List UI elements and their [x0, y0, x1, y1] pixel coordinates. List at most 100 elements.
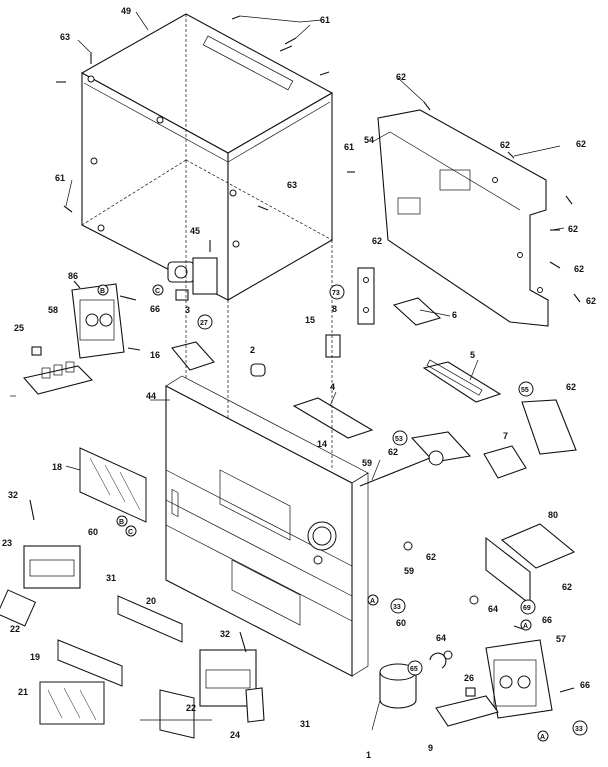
callout-45: 45 — [190, 226, 200, 236]
callout-14: 14 — [317, 439, 327, 449]
callout-62-right: 62 — [562, 582, 572, 592]
leader-lines — [10, 11, 565, 731]
top-cabinet-part — [80, 13, 334, 301]
callout-62-rear-c: 62 — [568, 224, 578, 234]
right-cassette-mechanism — [435, 625, 575, 727]
circled-reference-markers — [97, 284, 588, 742]
connector-ring-a3 — [537, 730, 549, 742]
left-cassette-mechanism — [22, 280, 141, 395]
callout-7: 7 — [503, 431, 508, 441]
callout-66-right-top: 66 — [542, 615, 552, 625]
callout-59-lower: 59 — [404, 566, 414, 576]
callout-66-right-bottom: 66 — [580, 680, 590, 690]
callout-60-left: 60 — [88, 527, 98, 537]
circled-ref-53 — [392, 430, 408, 446]
circled-reference-labels: 73 27 53 55 69 33 65 33 — [200, 290, 583, 733]
callout-19: 19 — [30, 652, 40, 662]
connector-letter-a2: A — [523, 623, 528, 630]
callout-64-upper: 64 — [488, 604, 498, 614]
callout-54: 54 — [364, 135, 374, 145]
circled-label-27: 27 — [200, 320, 208, 327]
pulley-link-part — [359, 431, 472, 487]
callout-62-bracket: 62 — [372, 236, 382, 246]
callout-86: 86 — [68, 271, 78, 281]
main-front-chassis — [165, 160, 369, 677]
callout-62-rear-a: 62 — [500, 140, 510, 150]
callout-62-rear-b: 62 — [576, 139, 586, 149]
connector-letter-a3: A — [540, 734, 545, 741]
circled-ref-55 — [518, 381, 534, 397]
callout-labels: 49 61 63 61 61 63 62 54 62 62 62 62 62 6… — [2, 6, 596, 760]
connector-ring-c2 — [125, 525, 137, 537]
connector-letter-c1: C — [155, 288, 160, 295]
callout-66-left: 66 — [150, 304, 160, 314]
circled-label-33b: 33 — [575, 726, 583, 733]
callout-60-lower: 60 — [396, 618, 406, 628]
callout-49: 49 — [121, 6, 131, 16]
callout-5: 5 — [470, 350, 475, 360]
callout-1: 1 — [366, 750, 371, 760]
callout-24: 24 — [230, 730, 240, 740]
callout-58: 58 — [48, 305, 58, 315]
callout-59-upper: 59 — [362, 458, 372, 468]
callout-62-front: 62 — [566, 382, 576, 392]
connector-letters: C B B C A A A — [100, 288, 545, 741]
button-assemblies — [171, 297, 527, 479]
rear-panel-part — [377, 101, 581, 327]
display-window-18 — [79, 447, 147, 523]
circled-label-53: 53 — [395, 436, 403, 443]
circled-label-65: 65 — [410, 666, 418, 673]
callout-16: 16 — [150, 350, 160, 360]
callout-3: 3 — [185, 305, 190, 315]
side-bracket-part — [357, 267, 375, 325]
connector-ring-a1 — [367, 594, 379, 606]
callout-22-left: 22 — [10, 624, 20, 634]
circled-ref-65 — [407, 660, 423, 676]
callout-32-bottom: 32 — [220, 629, 230, 639]
callout-9: 9 — [428, 743, 433, 753]
callout-31-left: 31 — [106, 573, 116, 583]
callout-26: 26 — [464, 673, 474, 683]
callout-25: 25 — [14, 323, 24, 333]
circled-label-33a: 33 — [393, 604, 401, 611]
window-panels — [39, 595, 195, 739]
bottom-cassette-door — [199, 631, 265, 723]
circled-ref-69 — [520, 599, 536, 615]
callout-61-right: 61 — [344, 142, 354, 152]
callout-23: 23 — [2, 538, 12, 548]
callout-44: 44 — [146, 391, 156, 401]
callout-2: 2 — [250, 345, 255, 355]
callout-57: 57 — [556, 634, 566, 644]
connector-letter-b1: B — [100, 288, 105, 295]
callout-64-lower: 64 — [436, 633, 446, 643]
connector-letter-c2: C — [128, 529, 133, 536]
right-circuit-boards — [403, 399, 577, 660]
circled-ref-33b — [572, 720, 588, 736]
callout-22-bottom: 22 — [186, 703, 196, 713]
circled-label-69: 69 — [523, 605, 531, 612]
circled-ref-33a — [390, 598, 406, 614]
connector-ring-b1 — [97, 284, 109, 296]
callout-8: 8 — [332, 304, 337, 314]
callout-61-left: 61 — [55, 173, 65, 183]
callout-62-lower: 62 — [426, 552, 436, 562]
cabinet-screws — [56, 15, 355, 213]
connector-ring-a2 — [520, 619, 532, 631]
connector-ring-c1 — [152, 284, 164, 296]
circled-ref-27 — [197, 314, 213, 330]
callout-15: 15 — [305, 315, 315, 325]
motor-bracket-part — [167, 240, 218, 301]
callout-62-rear-top: 62 — [396, 72, 406, 82]
connector-ring-b2 — [116, 515, 128, 527]
callout-4: 4 — [330, 382, 335, 392]
circled-ref-73 — [329, 284, 345, 300]
callout-31-bottom: 31 — [300, 719, 310, 729]
callout-62-rear-d: 62 — [574, 264, 584, 274]
callout-20: 20 — [146, 596, 156, 606]
callout-21: 21 — [18, 687, 28, 697]
callout-18: 18 — [52, 462, 62, 472]
left-cassette-door — [0, 499, 81, 627]
callout-32-left: 32 — [8, 490, 18, 500]
circled-label-55: 55 — [521, 387, 529, 394]
